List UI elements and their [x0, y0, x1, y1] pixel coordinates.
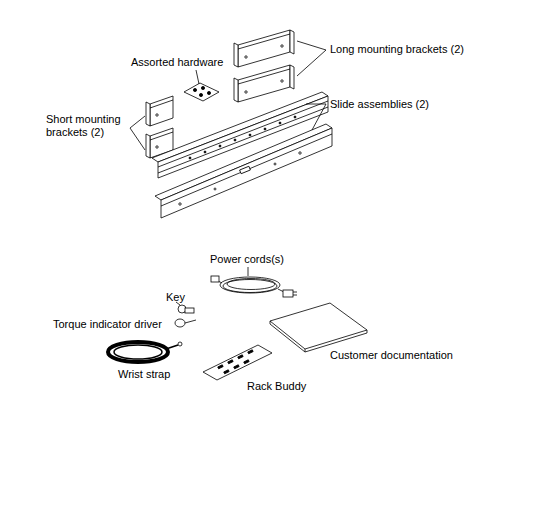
- long-mounting-bracket: [290, 30, 294, 54]
- wrist-strap: [114, 345, 162, 359]
- slide-rail: [214, 188, 216, 190]
- leader-line: [130, 116, 145, 150]
- rack-buddy: [234, 365, 239, 369]
- power-cord: [293, 292, 297, 293]
- slide-rail: [155, 124, 332, 218]
- slide-rail: [264, 128, 266, 130]
- wrist-strap: [178, 342, 182, 346]
- leader-line: [130, 116, 145, 128]
- hardware-tray: [207, 91, 210, 94]
- long-mounting-bracket: [281, 45, 283, 47]
- part-label: Slide assemblies (2): [330, 98, 429, 111]
- hardware-tray: [199, 93, 202, 96]
- slide-rail: [294, 116, 296, 118]
- key: [176, 302, 194, 313]
- leader-line: [306, 104, 326, 130]
- wrist-strap: [166, 345, 178, 349]
- power-cord: [220, 277, 280, 293]
- slide-rail: [204, 151, 206, 153]
- long-mounting-bracket: [238, 69, 290, 84]
- short-mounting-bracket: [146, 134, 150, 158]
- documentation-book: [270, 321, 367, 352]
- long-mounting-bracket: [238, 30, 290, 67]
- hardware-tray: [196, 70, 199, 84]
- part-label: Key: [166, 291, 185, 304]
- wrist-strap: [108, 342, 168, 362]
- short-mounting-bracket: [156, 146, 158, 148]
- long-mounting-bracket: [245, 91, 247, 93]
- key: [185, 308, 194, 313]
- short-mounting-bracket: [146, 102, 150, 126]
- slide-rail: [234, 139, 236, 141]
- rack-buddy: [238, 355, 243, 359]
- rack-buddy: [203, 345, 272, 380]
- long-mounting-bracket: [234, 30, 294, 67]
- slide-rail: [161, 134, 332, 206]
- rack-buddy: [218, 365, 223, 369]
- leader-line: [130, 128, 145, 150]
- hardware-tray: [201, 86, 204, 89]
- slide-rail: [161, 128, 332, 218]
- slide-rail: [274, 163, 276, 165]
- leader-line: [306, 104, 326, 105]
- rack-buddy: [203, 345, 272, 380]
- hardware-tray: [184, 83, 219, 101]
- documentation-book: [270, 303, 367, 352]
- power-cord: [211, 276, 219, 282]
- slide-rail: [155, 124, 332, 200]
- slide-rail: [179, 203, 181, 205]
- power-cord: [227, 279, 275, 290]
- short-mounting-bracket: [150, 100, 173, 108]
- long-mounting-bracket: [234, 43, 238, 67]
- slide-rail: [299, 152, 301, 154]
- long-mounting-bracket: [238, 34, 290, 49]
- slide-rail: [189, 157, 191, 159]
- rack-buddy: [248, 350, 253, 354]
- part-label: Assorted hardware: [131, 56, 223, 69]
- slide-rail: [219, 145, 221, 147]
- long-mounting-bracket: [234, 65, 294, 102]
- long-mounting-bracket: [281, 80, 283, 82]
- part-label: Customer documentation: [330, 349, 453, 362]
- part-label: Rack Buddy: [247, 380, 306, 393]
- torque-driver: [185, 320, 196, 323]
- documentation-book: [305, 349, 306, 352]
- part-label: Long mounting brackets (2): [330, 43, 464, 56]
- leader-line: [297, 41, 326, 76]
- part-label: Wrist strap: [118, 368, 170, 381]
- power-cord: [283, 290, 293, 297]
- documentation-book: [270, 303, 367, 349]
- torque-driver: [175, 319, 196, 327]
- part-label: Power cords(s): [210, 253, 284, 266]
- power-cord: [211, 267, 297, 297]
- short-mounting-bracket: [156, 114, 158, 116]
- leader-line: [312, 104, 326, 130]
- short-mounting-bracket: [150, 96, 173, 126]
- part-label: Torque indicator driver: [53, 318, 162, 331]
- rack-buddy: [244, 360, 249, 364]
- long-mounting-bracket: [234, 78, 238, 102]
- long-mounting-bracket: [238, 65, 290, 102]
- short-mounting-bracket: [146, 96, 173, 126]
- slide-rail: [249, 134, 251, 136]
- short-mounting-bracket: [150, 132, 173, 140]
- leader-line: [297, 41, 326, 50]
- rack-buddy: [228, 360, 233, 364]
- hardware-tray: [193, 88, 196, 91]
- power-cord: [223, 280, 277, 293]
- slide-rail: [240, 166, 251, 173]
- long-mounting-bracket: [245, 56, 247, 58]
- wrist-strap: [108, 342, 182, 362]
- slide-rail: [279, 122, 281, 124]
- part-label: Short mounting brackets (2): [46, 113, 130, 139]
- power-cord: [293, 295, 297, 296]
- power-cord: [248, 267, 249, 276]
- rack-buddy: [224, 370, 229, 374]
- hardware-tray: [184, 70, 219, 101]
- long-mounting-bracket: [290, 65, 294, 89]
- torque-driver: [175, 319, 185, 327]
- leader-line: [297, 50, 326, 76]
